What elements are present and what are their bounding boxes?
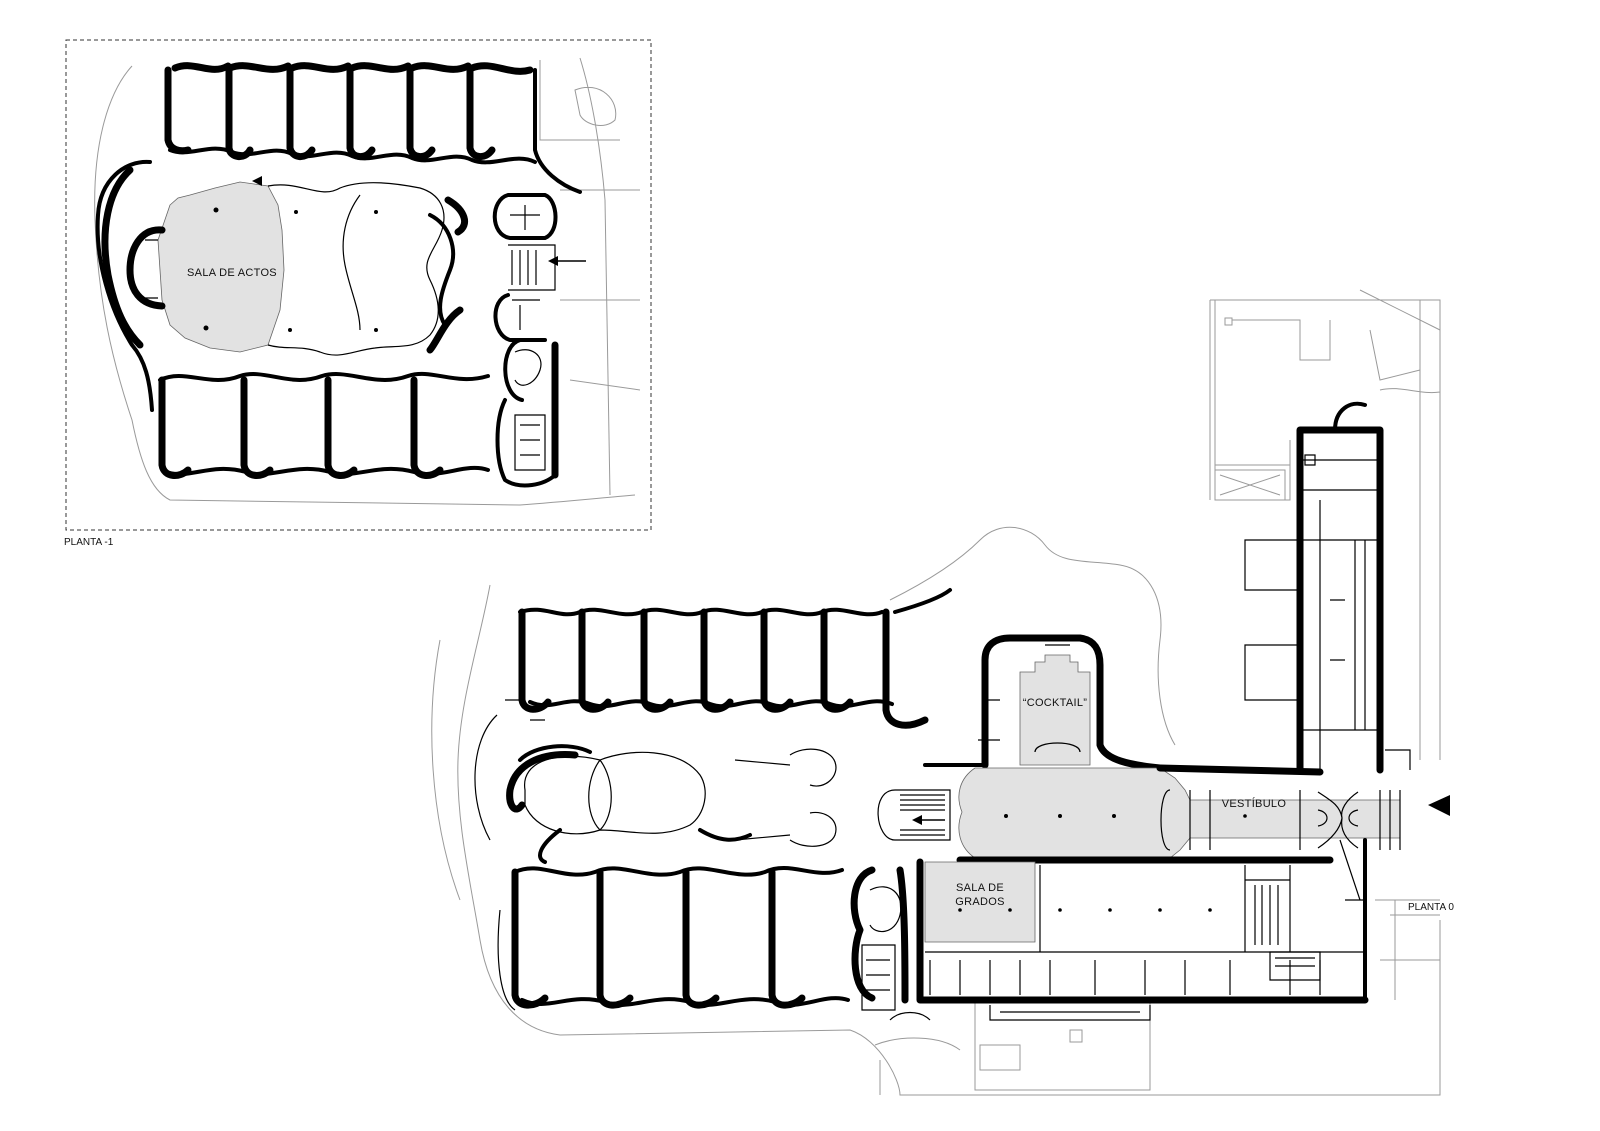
lower-plan-frame [65,39,652,531]
ground-classrooms-top [474,588,952,841]
ground-site-outline [431,289,1441,1096]
sala-de-grados-area [924,861,1036,943]
ground-grand-stair [877,789,951,841]
lower-site-outline [94,57,636,506]
sala-de-grados-label-line1: SALA DE [956,882,1004,894]
foyer-outline [267,182,445,356]
sala-de-grados-label-line2: GRADOS [955,896,1004,908]
lower-auditorium-shell [95,159,154,412]
north-office-wing [1244,401,1411,774]
planta-minus-1-label: PLANTA -1 [64,537,114,548]
planta-0-label: PLANTA 0 [1408,902,1454,913]
direction-arrow-icon-lower [548,256,586,266]
stage-wall [126,226,166,310]
plan-ground-level: “COCKTAIL” VESTÍBULO SALA DE GRADOS PLAN… [431,289,1454,1096]
sala-de-actos-label: SALA DE ACTOS [187,267,277,279]
south-office-wing [916,838,1369,1021]
plan-lower-level: SALA DE ACTOS PLANTA -1 [64,39,652,548]
entrance-triangle-icon [1428,795,1450,816]
main-hall-area [958,767,1401,859]
lower-classrooms-bottom [158,371,490,479]
entrance-triangle-icon-small [252,176,262,186]
sala-de-actos-area [157,181,285,353]
lower-classrooms-top [164,62,582,194]
vestibulo-label: VESTÍBULO [1222,797,1287,810]
direction-arrow-icon [912,815,922,825]
lower-service-cores [492,193,559,488]
cocktail-wing [923,634,1164,772]
ground-stair-core [850,866,931,1021]
cocktail-label: “COCKTAIL” [1023,697,1088,709]
ground-auditorium-balcony [506,744,837,864]
cocktail-area [1019,654,1091,766]
vestibulo-spine [956,764,1401,864]
ground-classrooms-bottom [497,866,850,1011]
